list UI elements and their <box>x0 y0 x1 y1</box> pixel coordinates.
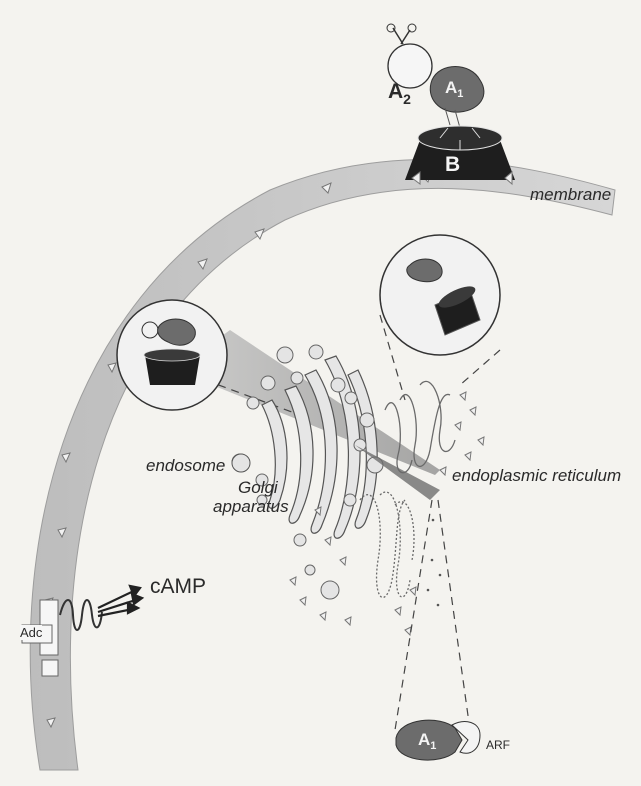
er-label: endoplasmic reticulum <box>452 466 621 486</box>
camp-label: cAMP <box>150 575 206 599</box>
er-vesicles <box>290 392 484 635</box>
endosome-vesicle <box>232 454 250 472</box>
golgi-label-line1: Golgi <box>238 478 278 498</box>
golgi-label-line2: apparatus <box>213 497 289 517</box>
cell-membrane <box>30 160 615 770</box>
arf-label: ARF <box>486 738 510 752</box>
zoom-circle-right <box>380 235 500 355</box>
adc-label: Adc <box>20 625 42 640</box>
zoom-circle-left <box>117 300 227 410</box>
a1-arf-complex <box>396 720 480 760</box>
subunit-a2-label: A2 <box>388 80 411 104</box>
camp-arrows <box>98 586 142 616</box>
bottom-a1-label: A1 <box>418 730 436 750</box>
subunit-b-label: B <box>445 153 460 177</box>
endosome-label: endosome <box>146 456 225 476</box>
subunit-a1-label: A1 <box>445 78 463 98</box>
membrane-label: membrane <box>530 185 611 205</box>
cytosol-dots <box>427 519 442 607</box>
